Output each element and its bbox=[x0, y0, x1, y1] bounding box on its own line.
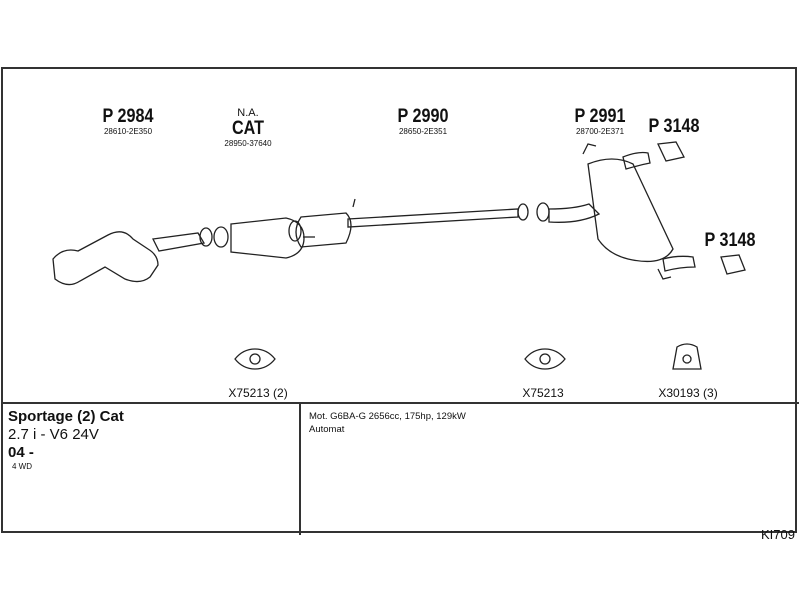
exhaust-drawing bbox=[52, 141, 746, 370]
vehicle-drive: 4 WD bbox=[12, 462, 32, 471]
gasket-drawing bbox=[234, 348, 566, 370]
part-number: CAT bbox=[231, 118, 264, 139]
oe-number: 28650-2E351 bbox=[398, 127, 448, 136]
vehicle-cell: Sportage (2) Cat 2.7 i - V6 24V 04 - 4 W… bbox=[3, 404, 301, 535]
part-label-p2984: P 2984 28610-2E350 bbox=[93, 107, 163, 137]
oe-number: 28610-2E350 bbox=[103, 127, 153, 136]
vehicle-model: Sportage (2) Cat bbox=[8, 408, 124, 425]
vehicle-engine: 2.7 i - V6 24V bbox=[8, 426, 99, 443]
front-pipe-drawing bbox=[52, 227, 213, 286]
accessory-label: X30193 (3) bbox=[658, 386, 718, 400]
part-label-p3148-lower: P 3148 bbox=[695, 231, 765, 251]
reference-code: KI709 bbox=[761, 527, 795, 542]
mounting-rubber-drawing bbox=[657, 141, 746, 275]
middle-silencer-drawing bbox=[288, 198, 529, 248]
part-number: P 3148 bbox=[704, 230, 756, 251]
oe-number: 28950-37640 bbox=[224, 139, 272, 148]
oe-number: 28700-2E371 bbox=[575, 127, 625, 136]
part-label-cat: N.A. CAT 28950-37640 bbox=[213, 107, 283, 149]
diagram-frame: P 2984 28610-2E350 N.A. CAT 28950-37640 … bbox=[1, 67, 799, 541]
accessory-label: X75213 bbox=[522, 386, 564, 400]
vehicle-years: 04 - bbox=[8, 444, 34, 461]
part-label-p2990: P 2990 28650-2E351 bbox=[383, 107, 463, 137]
part-label-p2991: P 2991 28700-2E371 bbox=[565, 107, 635, 137]
part-number: P 2990 bbox=[397, 106, 449, 127]
part-number: P 2991 bbox=[574, 106, 626, 127]
motor-details: Mot. G6BA-G 2656cc, 175hp, 129kW bbox=[309, 411, 466, 422]
vehicle-info-table: Sportage (2) Cat 2.7 i - V6 24V 04 - 4 W… bbox=[3, 402, 799, 541]
part-number: P 2984 bbox=[102, 106, 154, 127]
part-label-p3148-upper: P 3148 bbox=[639, 117, 709, 137]
rear-silencer-drawing bbox=[536, 143, 696, 280]
transmission: Automat bbox=[309, 424, 345, 435]
accessory-label: X75213 (2) bbox=[228, 386, 288, 400]
exhaust-diagram: P 2984 28610-2E350 N.A. CAT 28950-37640 … bbox=[3, 69, 799, 402]
details-cell: Mot. G6BA-G 2656cc, 175hp, 129kW Automat… bbox=[301, 404, 799, 547]
part-number: P 3148 bbox=[648, 116, 700, 137]
rubber-hanger-drawing bbox=[672, 343, 702, 370]
part-note: N.A. bbox=[237, 107, 259, 119]
catalyst-drawing bbox=[213, 217, 315, 259]
